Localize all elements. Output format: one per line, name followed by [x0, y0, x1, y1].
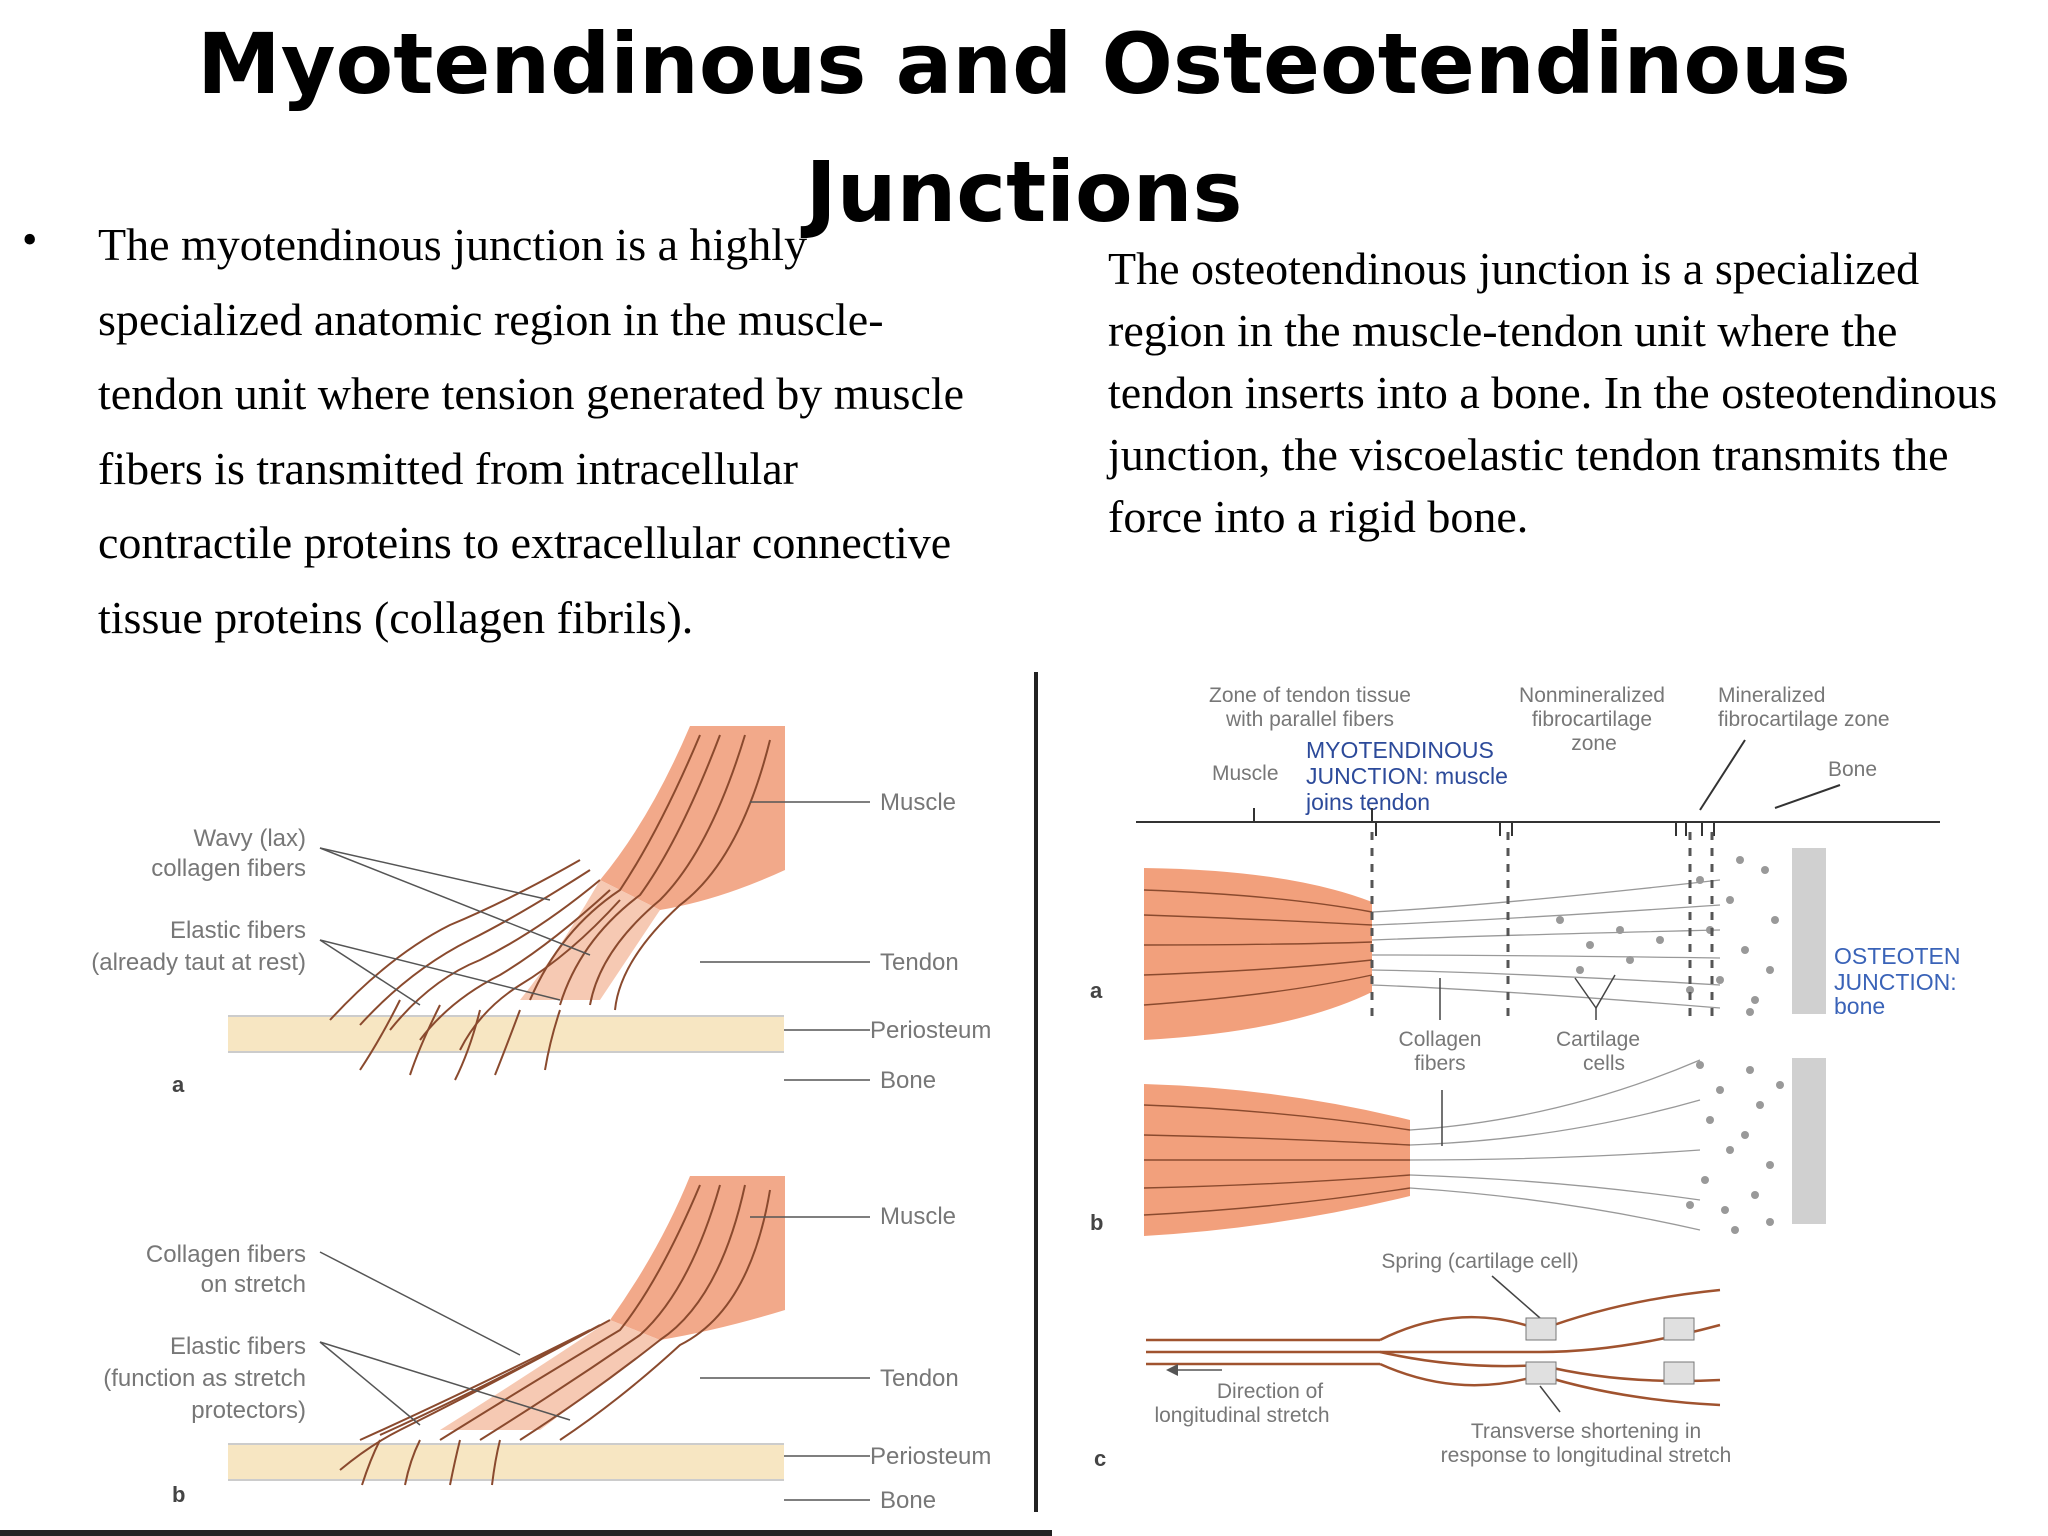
muscle-fibers-a: [1143, 889, 1373, 1006]
osteo-junction-label-3: bone: [1834, 993, 1885, 1019]
cartilage-cells-label-1: Cartilage: [1556, 1028, 1640, 1051]
nonmineralized-label-2: fibrocartilage: [1532, 708, 1652, 731]
collagen-stretch-label-1: Collagen fibers: [146, 1241, 306, 1268]
tendon-shape-b: [440, 1320, 660, 1430]
panel-a: Wavy (lax) collagen fibers Elastic fiber…: [91, 726, 991, 1097]
cartilage-dots-b: [1686, 1061, 1784, 1234]
osteo-junction-label-2: JUNCTION:: [1834, 969, 1957, 995]
stretch-fibers-c: [1146, 1288, 1721, 1407]
bone-b: [1792, 1058, 1826, 1224]
periosteum-label-a: Periosteum: [870, 1017, 991, 1044]
tendon-label-a: Tendon: [880, 949, 959, 976]
tendon-fibers-a: [1371, 879, 1721, 1009]
leaders-a: [1439, 974, 1616, 1020]
osteo-panel-a: OSTEOTEN JUNCTION: bone a Collagen fiber…: [1090, 832, 1961, 1075]
myotendinous-label-3: joins tendon: [1305, 789, 1430, 815]
elastic-protector-label-3: protectors): [191, 1397, 306, 1424]
osteo-junction-label-1: OSTEOTEN: [1834, 943, 1961, 969]
cartilage-dots-a: [1556, 856, 1779, 1016]
zone-bracket: [1136, 739, 1940, 836]
spring-leader: [1491, 1275, 1541, 1319]
bottom-rule: [0, 1530, 1052, 1536]
tendon-fibers-b: [1409, 1059, 1701, 1231]
bone-label-b: Bone: [880, 1487, 936, 1514]
title-line-1: Myotendinous and Osteotendinous: [197, 15, 1851, 113]
osteotendinous-paragraph: The osteotendinous junction is a special…: [1108, 243, 1998, 542]
muscle-fibers-b: [1143, 1104, 1411, 1216]
muscle-shape: [600, 726, 785, 910]
muscle-label-right: Muscle: [1212, 762, 1279, 785]
periosteum-label-b: Periosteum: [870, 1443, 991, 1470]
collagen-fibers-label-1: Collagen: [1399, 1028, 1482, 1051]
tendon-shape: [520, 880, 660, 1000]
panel-b-letter: b: [172, 1482, 185, 1507]
bone-label-a: Bone: [880, 1067, 936, 1094]
fiber-group-b: [339, 1184, 771, 1486]
elastic-protector-label-1: Elastic fibers: [170, 1333, 306, 1360]
myotendinous-paragraph: The myotendinous junction is a highly sp…: [98, 219, 965, 643]
wavy-collagen-label-2: collagen fibers: [151, 855, 306, 882]
mineralized-label-2: fibrocartilage zone: [1718, 708, 1890, 731]
muscle-label-a: Muscle: [880, 789, 956, 816]
zone-tendon-label-1: Zone of tendon tissue: [1209, 684, 1411, 707]
cartilage-cells-label-2: cells: [1583, 1052, 1625, 1075]
leader-lines-b: [319, 1216, 870, 1501]
muscle-shape-b: [610, 1176, 785, 1340]
osteo-panel-b-letter: b: [1090, 1210, 1103, 1235]
bone-label-right: Bone: [1828, 758, 1877, 781]
panel-b: Collagen fibers on stretch Elastic fiber…: [103, 1176, 991, 1514]
zone-tendon-label-2: with parallel fibers: [1225, 708, 1394, 731]
muscle-a: [1144, 868, 1372, 1040]
transverse-label-1: Transverse shortening in: [1471, 1420, 1701, 1443]
myotendinous-label-2: JUNCTION: muscle: [1306, 763, 1508, 789]
tendon-label-b: Tendon: [880, 1365, 959, 1392]
transverse-label-2: response to longitudinal stretch: [1441, 1444, 1732, 1467]
muscle-label-b: Muscle: [880, 1203, 956, 1230]
nonmineralized-label-1: Nonmineralized: [1519, 684, 1665, 707]
direction-label-1: Direction of: [1217, 1380, 1323, 1403]
direction-arrowhead: [1166, 1364, 1178, 1376]
osteo-panel-b: b: [1090, 1058, 1826, 1236]
wavy-collagen-label-1: Wavy (lax): [194, 825, 306, 852]
bullet-marker: •: [22, 215, 38, 264]
zone-dividers-a: [1370, 832, 1714, 1018]
direction-label-2: longitudinal stretch: [1154, 1404, 1329, 1427]
transverse-leader: [1539, 1385, 1561, 1413]
muscle-b: [1144, 1084, 1410, 1236]
elastic-protector-label-2: (function as stretch: [103, 1365, 306, 1392]
spring-label: Spring (cartilage cell): [1381, 1250, 1578, 1273]
panel-a-letter: a: [172, 1072, 185, 1097]
collagen-fibers-label-2: fibers: [1414, 1052, 1465, 1075]
figure-divider: [1034, 672, 1038, 1512]
myotendinous-diagram: Wavy (lax) collagen fibers Elastic fiber…: [91, 726, 991, 1514]
cartilage-springs-c: [1525, 1317, 1695, 1385]
bone-a: [1792, 848, 1826, 1014]
myotendinous-label-1: MYOTENDINOUS: [1306, 737, 1494, 763]
title-line-2: Junctions: [805, 143, 1243, 241]
leader-lines-a: [319, 801, 870, 1081]
osteo-panel-a-letter: a: [1090, 978, 1103, 1003]
osteo-panel-c-letter: c: [1094, 1446, 1106, 1471]
periosteum-band-b: [228, 1444, 784, 1480]
elastic-fibers-label-1: Elastic fibers: [170, 917, 306, 944]
fiber-group-a: [329, 734, 771, 1081]
slide-title: Myotendinous and Osteotendinous Junction…: [0, 0, 2048, 256]
nonmineralized-label-3: zone: [1571, 732, 1617, 755]
elastic-fibers-label-2: (already taut at rest): [91, 949, 306, 976]
collagen-stretch-label-2: on stretch: [201, 1271, 306, 1298]
mineralized-label-1: Mineralized: [1718, 684, 1825, 707]
osteo-panel-c: Spring (cartilage cell) Direction of lon…: [1094, 1250, 1731, 1471]
